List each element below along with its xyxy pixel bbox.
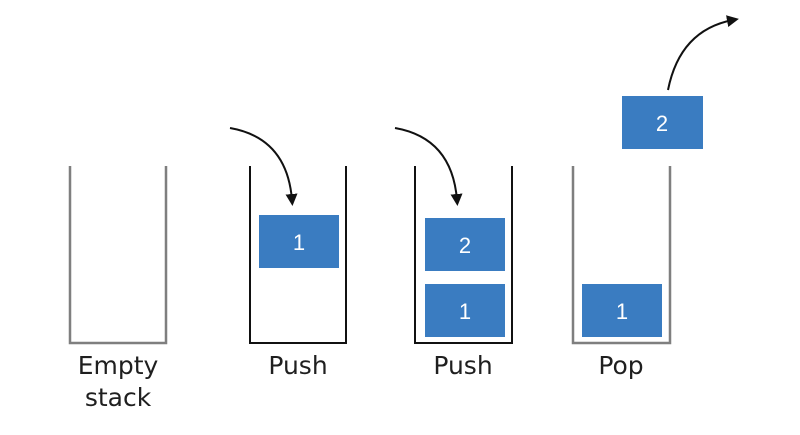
stack-caption-push-2: Push [433,351,493,380]
pop-arrow [667,15,739,91]
push-arrow [394,127,463,206]
stack-container [68,166,168,345]
stack-caption-empty: Empty stack [77,351,159,412]
stack-block [425,218,505,271]
stack-block-label: 2 [459,233,471,258]
stack-push-2: 2 1 [394,127,513,344]
stack-block [582,284,662,337]
popped-block [622,96,703,149]
popped-block-label: 2 [656,111,668,136]
stack-container [571,166,672,345]
stack-container [249,166,347,344]
stack-pop: 1 2 [571,15,739,345]
stack-empty [68,166,168,345]
stack-block [425,284,505,337]
stack-push-1: 1 [229,127,347,344]
stack-block [259,215,339,268]
stack-block-label: 1 [459,299,471,324]
stack-caption-pop: Pop [598,351,644,380]
stack-container [414,166,513,344]
stack-block-label: 1 [616,299,628,324]
push-arrow [229,127,298,206]
stack-block-label: 1 [293,230,305,255]
stack-caption-push-1: Push [268,351,328,380]
